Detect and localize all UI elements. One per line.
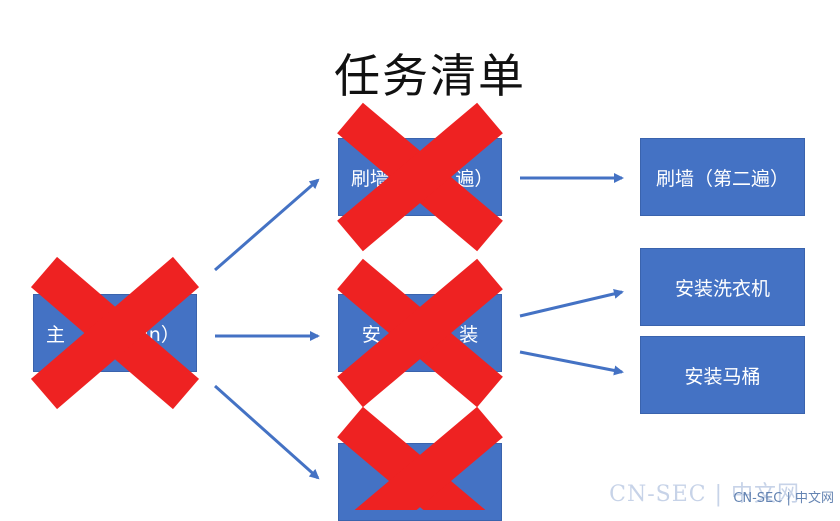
node-install: 安 装 xyxy=(338,294,502,372)
node-washer: 安装洗衣机 xyxy=(640,248,805,326)
watermark: CN-SEC | 中文网 xyxy=(733,491,834,506)
node-main: 主 in） xyxy=(33,294,197,372)
node-toilet-label: 安装马桶 xyxy=(684,365,761,388)
node-wall2-label: 刷墙（第二遍） xyxy=(655,167,789,190)
node-wall1: 刷墙 遍） xyxy=(338,138,502,216)
node-bottom xyxy=(338,443,502,521)
node-install-label: 安 装 xyxy=(361,323,479,346)
arrow-main-to-wall1 xyxy=(214,178,320,272)
arrow-install-to-toilet xyxy=(519,350,624,376)
watermark-background: CN-SEC | 中文网 xyxy=(609,482,800,507)
node-washer-label: 安装洗衣机 xyxy=(674,277,770,300)
arrow-main-to-bottom xyxy=(214,384,320,480)
page-title: 任务清单 xyxy=(334,49,526,103)
node-toilet: 安装马桶 xyxy=(640,336,805,414)
node-wall1-label: 刷墙 遍） xyxy=(351,167,494,190)
node-wall2: 刷墙（第二遍） xyxy=(640,138,805,216)
node-main-label: 主 in） xyxy=(46,323,180,346)
arrow-install-to-washer xyxy=(519,288,624,318)
